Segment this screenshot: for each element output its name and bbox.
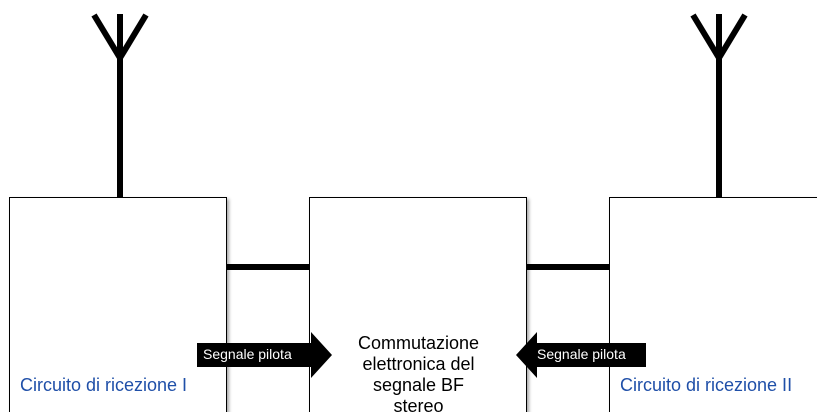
right-receiver-label: Circuito di ricezione II [620, 375, 792, 396]
antenna-icon [693, 14, 745, 197]
pilot-signal-label-right: Segnale pilota [537, 346, 626, 362]
antenna-icon [94, 14, 146, 197]
left-receiver-label: Circuito di ricezione I [20, 375, 187, 396]
pilot-signal-label-left: Segnale pilota [203, 346, 292, 362]
center-box-text: Commutazione elettronica del segnale BF … [310, 333, 527, 417]
